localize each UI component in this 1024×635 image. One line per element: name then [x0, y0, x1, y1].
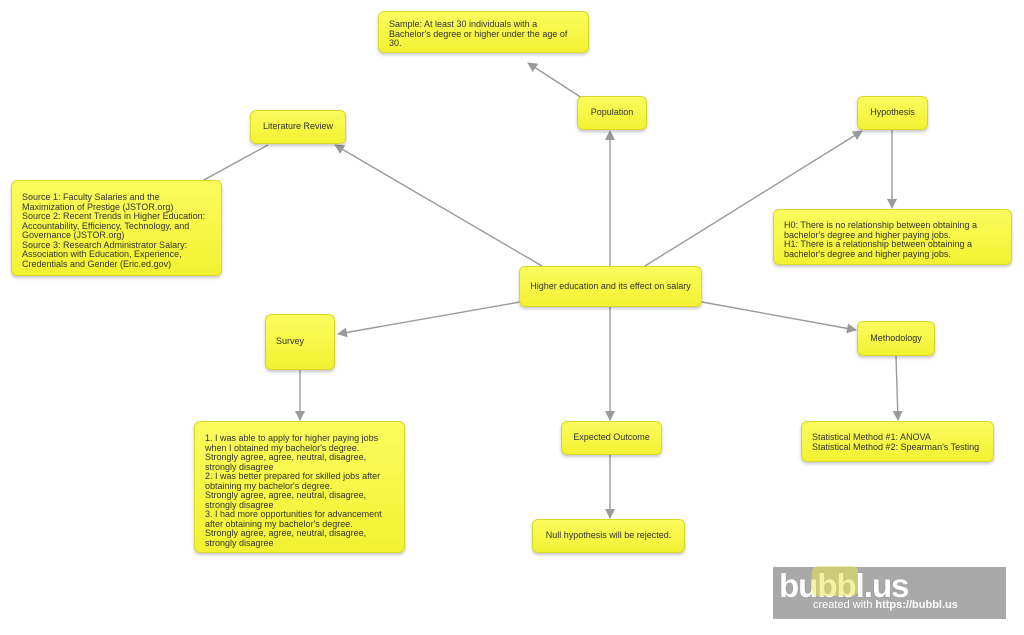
edge-central-hypothesis [644, 130, 863, 267]
null-rejected-label: Null hypothesis will be rejected. [545, 530, 672, 541]
methods-text: Statistical Method #1: ANOVA Statistical… [812, 432, 980, 452]
sample-node[interactable]: Sample: At least 30 individuals with a B… [378, 11, 589, 53]
partial-node [812, 566, 858, 596]
central-topic-node[interactable]: Higher education and its effect on salar… [519, 266, 702, 307]
edge-central-survey [337, 301, 521, 338]
hypothesis-label: Hypothesis [870, 107, 915, 118]
sample-text: Sample: At least 30 individuals with a B… [389, 19, 568, 48]
edge-methodology-methods [892, 355, 903, 421]
hypothesis-node[interactable]: Hypothesis [857, 96, 928, 130]
literature-review-label: Literature Review [262, 121, 334, 132]
literature-review-node[interactable]: Literature Review [250, 110, 346, 144]
hypotheses-detail-text: H0: There is no relationship between obt… [784, 220, 977, 259]
sources-text: Source 1: Faculty Salaries and the Maxim… [22, 192, 206, 269]
sources-node[interactable]: Source 1: Faculty Salaries and the Maxim… [11, 180, 222, 276]
survey-questions-text: 1. I was able to apply for higher paying… [205, 433, 382, 548]
central-topic-label: Higher education and its effect on salar… [530, 280, 691, 291]
watermark-caption: created with https://bubbl.us [813, 599, 958, 611]
expected-outcome-node[interactable]: Expected Outcome [561, 421, 662, 455]
hypotheses-detail-node[interactable]: H0: There is no relationship between obt… [773, 209, 1012, 265]
methodology-node[interactable]: Methodology [857, 321, 935, 356]
edge-central-methodology [701, 301, 857, 334]
null-rejected-node[interactable]: Null hypothesis will be rejected. [532, 519, 685, 553]
bubblus-watermark[interactable]: bubbl.us created with https://bubbl.us [773, 567, 1006, 619]
population-label: Population [590, 107, 634, 118]
methods-node[interactable]: Statistical Method #1: ANOVA Statistical… [801, 421, 994, 462]
survey-node[interactable]: Survey [265, 314, 335, 370]
watermark-url[interactable]: https://bubbl.us [875, 599, 958, 611]
watermark-created-with: created with [813, 599, 876, 611]
population-node[interactable]: Population [577, 96, 647, 130]
edge-literature-sources [201, 144, 269, 182]
survey-questions-node[interactable]: 1. I was able to apply for higher paying… [194, 421, 405, 553]
survey-label: Survey [276, 336, 305, 347]
expected-outcome-label: Expected Outcome [573, 432, 650, 443]
edge-population-sample [527, 62, 583, 99]
edge-central-literature [334, 144, 543, 267]
methodology-label: Methodology [870, 332, 922, 343]
